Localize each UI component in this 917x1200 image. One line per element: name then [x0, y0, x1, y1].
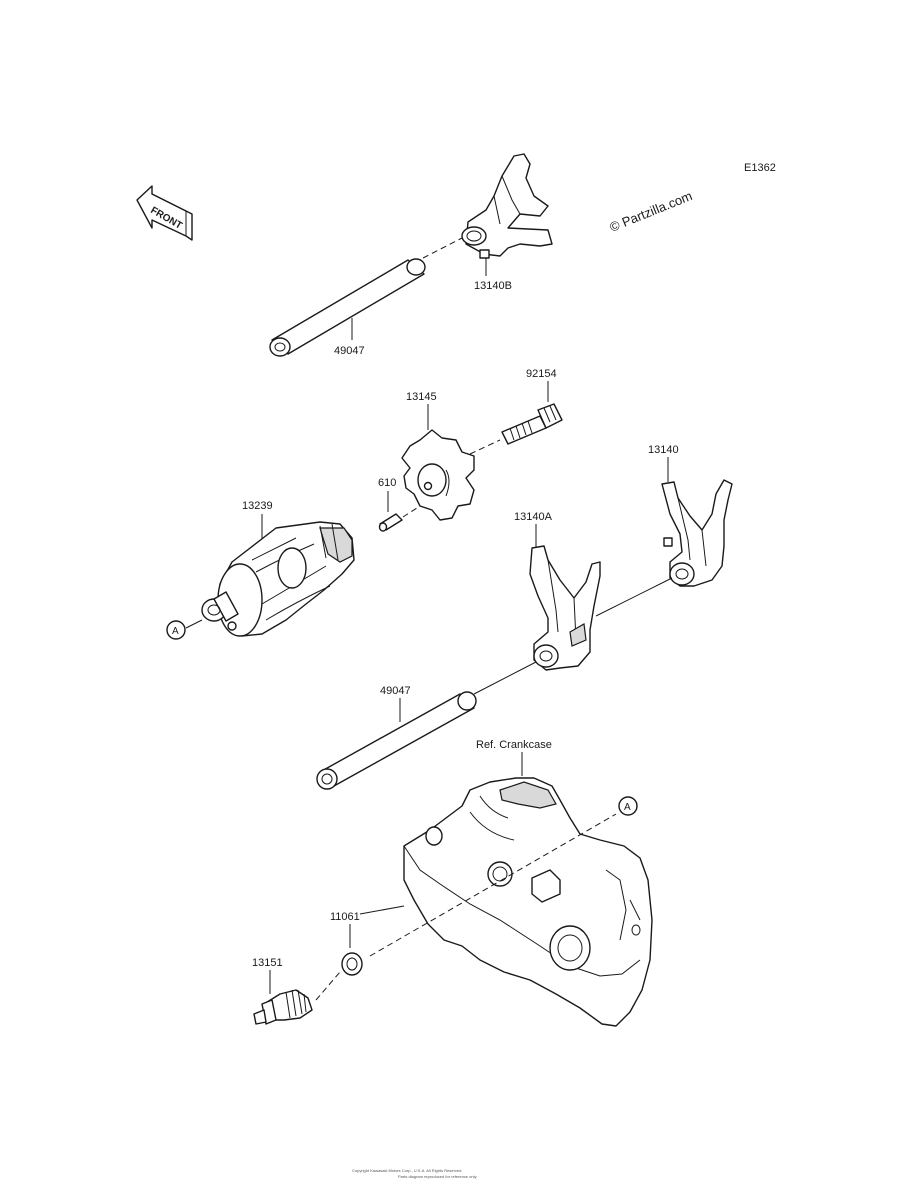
shift-fork-13140a[interactable]: [529, 545, 601, 671]
watermark: © Partzilla.com: [608, 188, 695, 235]
svg-text:A: A: [624, 802, 631, 813]
label-13140a: 13140A: [514, 511, 553, 523]
callout-a-crankcase: A: [618, 796, 638, 816]
shift-fork-13140b[interactable]: [461, 153, 553, 259]
label-49047-lower: 49047: [380, 685, 411, 697]
callout-a-drum: A: [166, 620, 186, 640]
label-13145: 13145: [406, 391, 437, 403]
diagram-code: E1362: [744, 162, 776, 174]
pin-610[interactable]: [378, 513, 403, 532]
label-92154: 92154: [526, 368, 557, 380]
label-crankcase: Ref. Crankcase: [476, 739, 552, 751]
label-13151: 13151: [252, 957, 283, 969]
label-13140: 13140: [648, 444, 679, 456]
label-13140b: 13140B: [474, 280, 512, 292]
front-arrow-icon: FRONT: [136, 185, 193, 241]
shift-drum-13239[interactable]: [201, 521, 355, 637]
label-49047-upper: 49047: [334, 345, 365, 357]
shift-cam-13145[interactable]: [401, 429, 475, 521]
shaft-49047-upper[interactable]: [269, 258, 426, 357]
neutral-switch-13151[interactable]: [253, 989, 313, 1025]
shift-fork-13140[interactable]: [661, 479, 733, 587]
label-13239: 13239: [242, 500, 273, 512]
crankcase-reference: [403, 777, 653, 1027]
footer-line-2: Parts diagram reproduced for reference o…: [398, 1174, 477, 1179]
washer-11061[interactable]: [341, 952, 363, 976]
label-610: 610: [378, 477, 396, 489]
shaft-49047-lower[interactable]: [316, 691, 477, 790]
svg-text:A: A: [172, 626, 179, 637]
bolt-92154[interactable]: [501, 403, 563, 445]
footer-line-1: Copyright Kawasaki Motors Corp., U.S.A. …: [352, 1168, 463, 1173]
label-11061: 11061: [330, 911, 360, 923]
